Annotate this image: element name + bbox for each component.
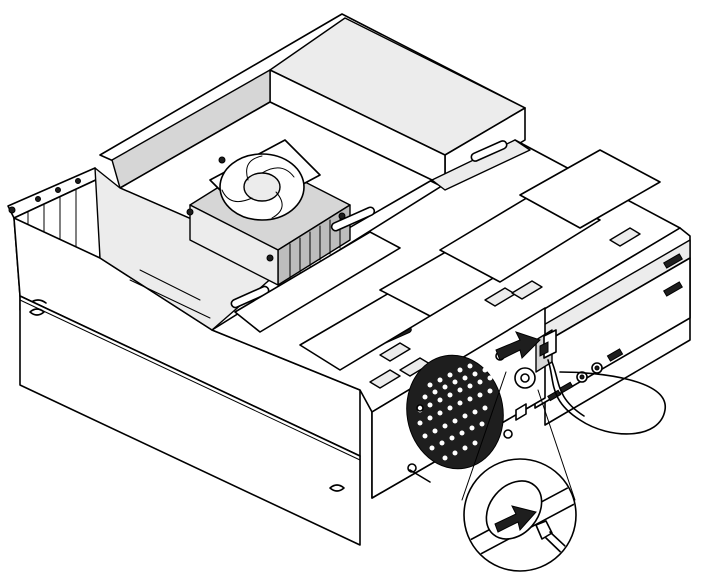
install-direction-arrow-main (495, 331, 541, 361)
drive-bay-top-plate (211, 139, 681, 413)
install-direction-arrow-detail (494, 505, 537, 533)
chassis-front-wall (19, 295, 361, 546)
front-io-ports (547, 348, 624, 402)
grille-holes (417, 363, 493, 461)
